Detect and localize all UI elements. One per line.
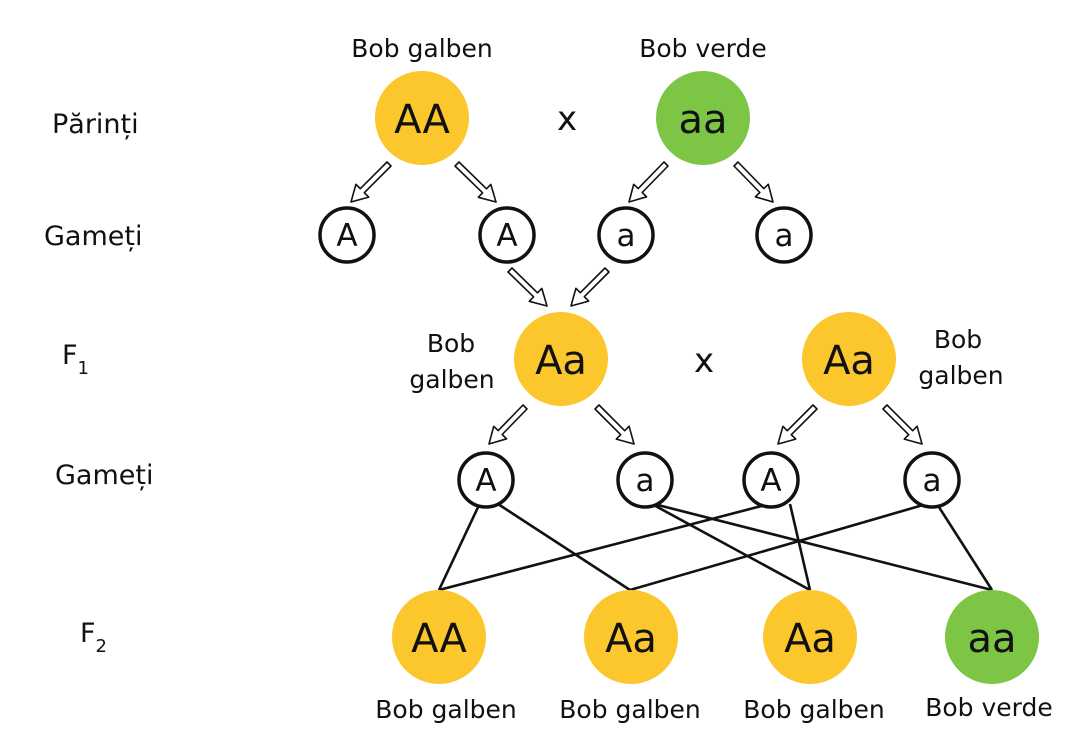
- link-line-3: [497, 502, 631, 592]
- inheritance-arrows: [350, 161, 923, 445]
- f1-cross-sign: x: [694, 341, 714, 381]
- gamete1-allele-3: a: [617, 218, 636, 254]
- gamete2-circle-1: [457, 451, 515, 509]
- row-label-f2: F2: [80, 618, 107, 657]
- f2-circle-4: [945, 590, 1039, 684]
- f2-phenotype-4: Bob verde: [925, 693, 1053, 722]
- link-line-5: [649, 501, 811, 592]
- gamete2-allele-1: A: [475, 463, 496, 499]
- gamete2-allele-3: A: [760, 463, 781, 499]
- f2-phenotype-2: Bob galben: [559, 695, 701, 724]
- parent-right-phenotype: Bob verde: [639, 34, 767, 63]
- link-line-7: [649, 501, 993, 592]
- f1-right-phenotype-line1: Bob: [934, 325, 982, 354]
- hollow-arrow-2: [454, 161, 497, 203]
- gamete1-allele-1: A: [336, 218, 357, 254]
- f2-letter: F: [80, 618, 96, 649]
- gamete1-allele-4: a: [775, 218, 794, 254]
- f2-circle-3: [763, 590, 857, 684]
- link-line-2: [438, 501, 774, 592]
- f2-circle-1: [392, 590, 486, 684]
- row-label-parents: Părinți: [52, 109, 139, 140]
- link-line-6: [788, 503, 812, 591]
- hollow-arrow-7: [488, 404, 528, 445]
- gamete2-allele-4: a: [923, 463, 942, 499]
- parent-left-phenotype: Bob galben: [351, 34, 493, 63]
- parents-cross-sign: x: [557, 99, 577, 139]
- f2-genotype-4: aa: [967, 616, 1016, 662]
- hollow-arrow-8: [594, 404, 635, 445]
- parent-left-genotype: AA: [394, 97, 450, 143]
- gamete1-circle-3: [597, 206, 655, 264]
- f2-phenotype-1: Bob galben: [375, 695, 517, 724]
- f1-right-genotype: Aa: [823, 338, 875, 384]
- f1-left-circle: [514, 312, 608, 406]
- parent-right-genotype: aa: [678, 97, 727, 143]
- f2-circle-2: [584, 590, 678, 684]
- punnett-connection-lines: [437, 501, 994, 592]
- gamete2-allele-2: a: [636, 463, 655, 499]
- f2-phenotype-3: Bob galben: [743, 695, 885, 724]
- hollow-arrow-6: [570, 267, 610, 307]
- f1-left-phenotype-line1: Bob: [427, 329, 475, 358]
- gamete1-circle-1: [318, 206, 376, 264]
- hollow-arrow-1: [350, 161, 392, 203]
- hollow-arrow-9: [777, 404, 818, 445]
- f1-right-phenotype-line2: galben: [918, 361, 1003, 390]
- link-line-4: [629, 501, 931, 592]
- gamete1-allele-2: A: [496, 218, 517, 254]
- f2-subscript: 2: [96, 636, 107, 657]
- f2-genotype-1: AA: [411, 616, 467, 662]
- row-label-gametes-1: Gameți: [44, 221, 142, 252]
- gamete2-circle-3: [742, 451, 800, 509]
- link-line-1: [437, 502, 482, 591]
- hollow-arrow-3: [628, 161, 669, 203]
- parent-right-circle: [656, 71, 750, 165]
- gamete1-circle-2: [478, 206, 536, 264]
- gamete2-circle-4: [903, 451, 961, 509]
- f1-right-circle: [802, 312, 896, 406]
- row-label-gametes-2: Gameți: [55, 460, 153, 491]
- hollow-arrow-5: [507, 267, 548, 307]
- hollow-arrow-4: [733, 161, 774, 203]
- row-label-f1: F1: [62, 340, 89, 379]
- f1-subscript: 1: [78, 358, 89, 379]
- f1-left-genotype: Aa: [535, 338, 587, 384]
- gamete2-circle-2: [616, 451, 674, 509]
- f2-genotype-3: Aa: [784, 616, 836, 662]
- f2-genotype-2: Aa: [605, 616, 657, 662]
- link-line-8: [935, 503, 994, 591]
- f1-left-phenotype-line2: galben: [409, 365, 494, 394]
- hollow-arrow-10: [882, 404, 923, 445]
- parent-left-circle: [375, 71, 469, 165]
- gamete1-circle-4: [755, 206, 813, 264]
- f1-letter: F: [62, 340, 78, 371]
